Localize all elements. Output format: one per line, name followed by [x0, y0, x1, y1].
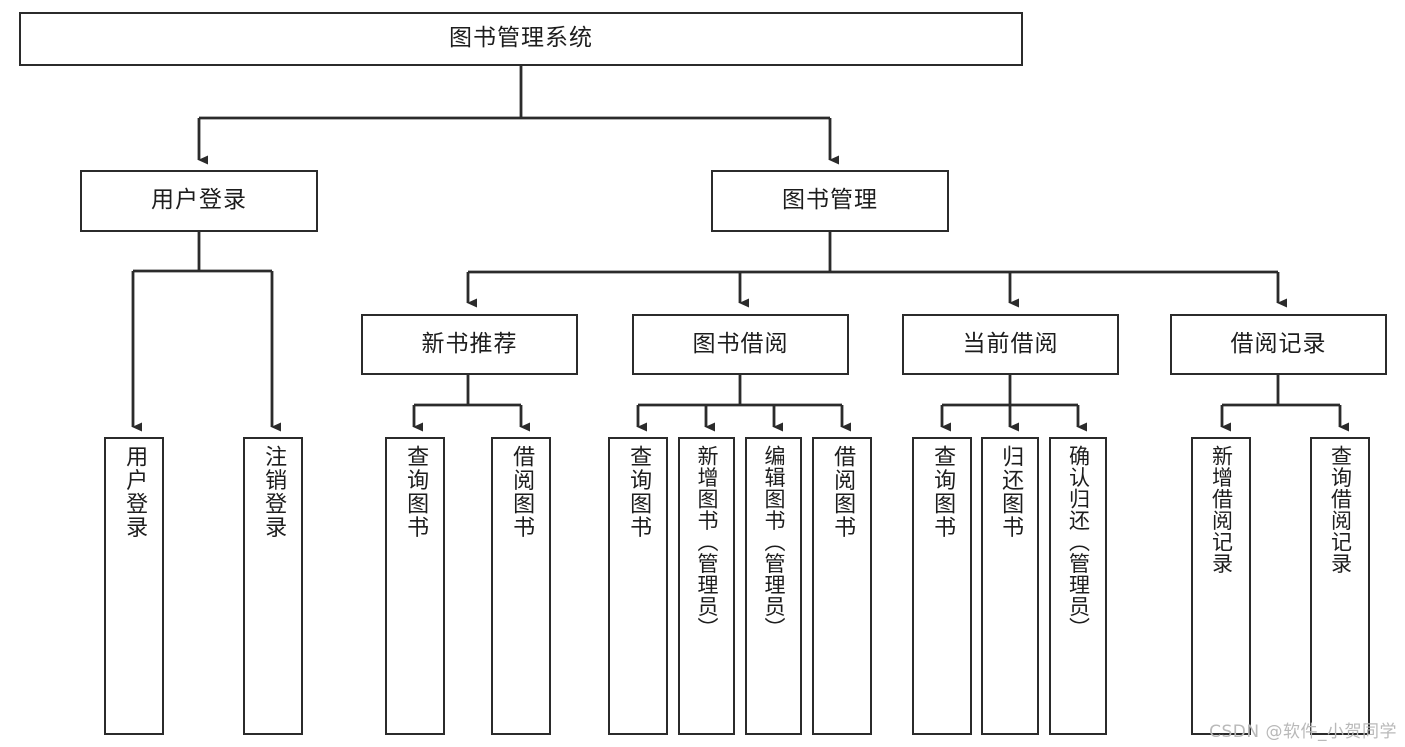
node-book-management-label: 图书管理: [782, 187, 878, 214]
node-leaf-edit-book-label: 编辑图书（管理员）: [761, 445, 786, 639]
node-leaf-borrow-book-1-label: 借阅图书: [509, 445, 535, 539]
node-leaf-query-book-1-label: 查询图书: [403, 445, 429, 539]
node-leaf-add-book[interactable]: 新增图书（管理员）: [678, 437, 735, 735]
node-leaf-borrow-book-2[interactable]: 借阅图书: [812, 437, 872, 735]
node-leaf-query-record-label: 查询借阅记录: [1328, 445, 1353, 574]
edge-group-user-login: [131, 232, 281, 432]
edge-group-borrow-record: [1220, 375, 1349, 432]
node-user-login-label: 用户登录: [151, 187, 247, 214]
node-leaf-borrow-book-2-label: 借阅图书: [830, 445, 856, 539]
node-user-login[interactable]: 用户登录: [80, 170, 318, 232]
node-book-borrow[interactable]: 图书借阅: [632, 314, 849, 375]
node-leaf-confirm-return-label: 确认归还（管理员）: [1066, 445, 1091, 639]
node-book-management[interactable]: 图书管理: [711, 170, 949, 232]
node-leaf-query-book-3[interactable]: 查询图书: [912, 437, 972, 735]
node-leaf-query-book-2[interactable]: 查询图书: [608, 437, 668, 735]
node-new-book-recommend[interactable]: 新书推荐: [361, 314, 578, 375]
node-root-label: 图书管理系统: [449, 25, 593, 52]
edge-group-new-book-recommend: [412, 375, 530, 432]
node-current-borrow-label: 当前借阅: [962, 330, 1059, 357]
node-leaf-return-book[interactable]: 归还图书: [981, 437, 1039, 735]
edge-group-book-borrow: [636, 375, 851, 432]
edge-group-current-borrow: [940, 375, 1087, 432]
node-borrow-record-label: 借阅记录: [1230, 330, 1327, 357]
node-leaf-edit-book[interactable]: 编辑图书（管理员）: [745, 437, 802, 735]
edge-group-root: [197, 66, 839, 165]
node-leaf-add-record-label: 新增借阅记录: [1209, 445, 1234, 574]
edge-group-book-management: [466, 232, 1287, 308]
node-book-borrow-label: 图书借阅: [692, 330, 789, 357]
node-root[interactable]: 图书管理系统: [19, 12, 1023, 66]
node-leaf-logout-login-label: 注销登录: [261, 445, 287, 539]
node-leaf-user-login-label: 用户登录: [122, 445, 148, 539]
node-leaf-user-login[interactable]: 用户登录: [104, 437, 164, 735]
node-leaf-add-record[interactable]: 新增借阅记录: [1191, 437, 1251, 735]
node-leaf-query-book-2-label: 查询图书: [626, 445, 652, 539]
node-new-book-recommend-label: 新书推荐: [421, 330, 518, 357]
node-leaf-query-record[interactable]: 查询借阅记录: [1310, 437, 1370, 735]
node-leaf-logout-login[interactable]: 注销登录: [243, 437, 303, 735]
node-borrow-record[interactable]: 借阅记录: [1170, 314, 1387, 375]
node-leaf-borrow-book-1[interactable]: 借阅图书: [491, 437, 551, 735]
node-leaf-query-book-1[interactable]: 查询图书: [385, 437, 445, 735]
node-leaf-add-book-label: 新增图书（管理员）: [694, 445, 719, 639]
node-leaf-confirm-return[interactable]: 确认归还（管理员）: [1049, 437, 1107, 735]
node-leaf-query-book-3-label: 查询图书: [930, 445, 956, 539]
csdn-watermark: CSDN @软件_小贺同学: [1209, 722, 1397, 742]
node-current-borrow[interactable]: 当前借阅: [902, 314, 1119, 375]
node-leaf-return-book-label: 归还图书: [998, 445, 1024, 539]
